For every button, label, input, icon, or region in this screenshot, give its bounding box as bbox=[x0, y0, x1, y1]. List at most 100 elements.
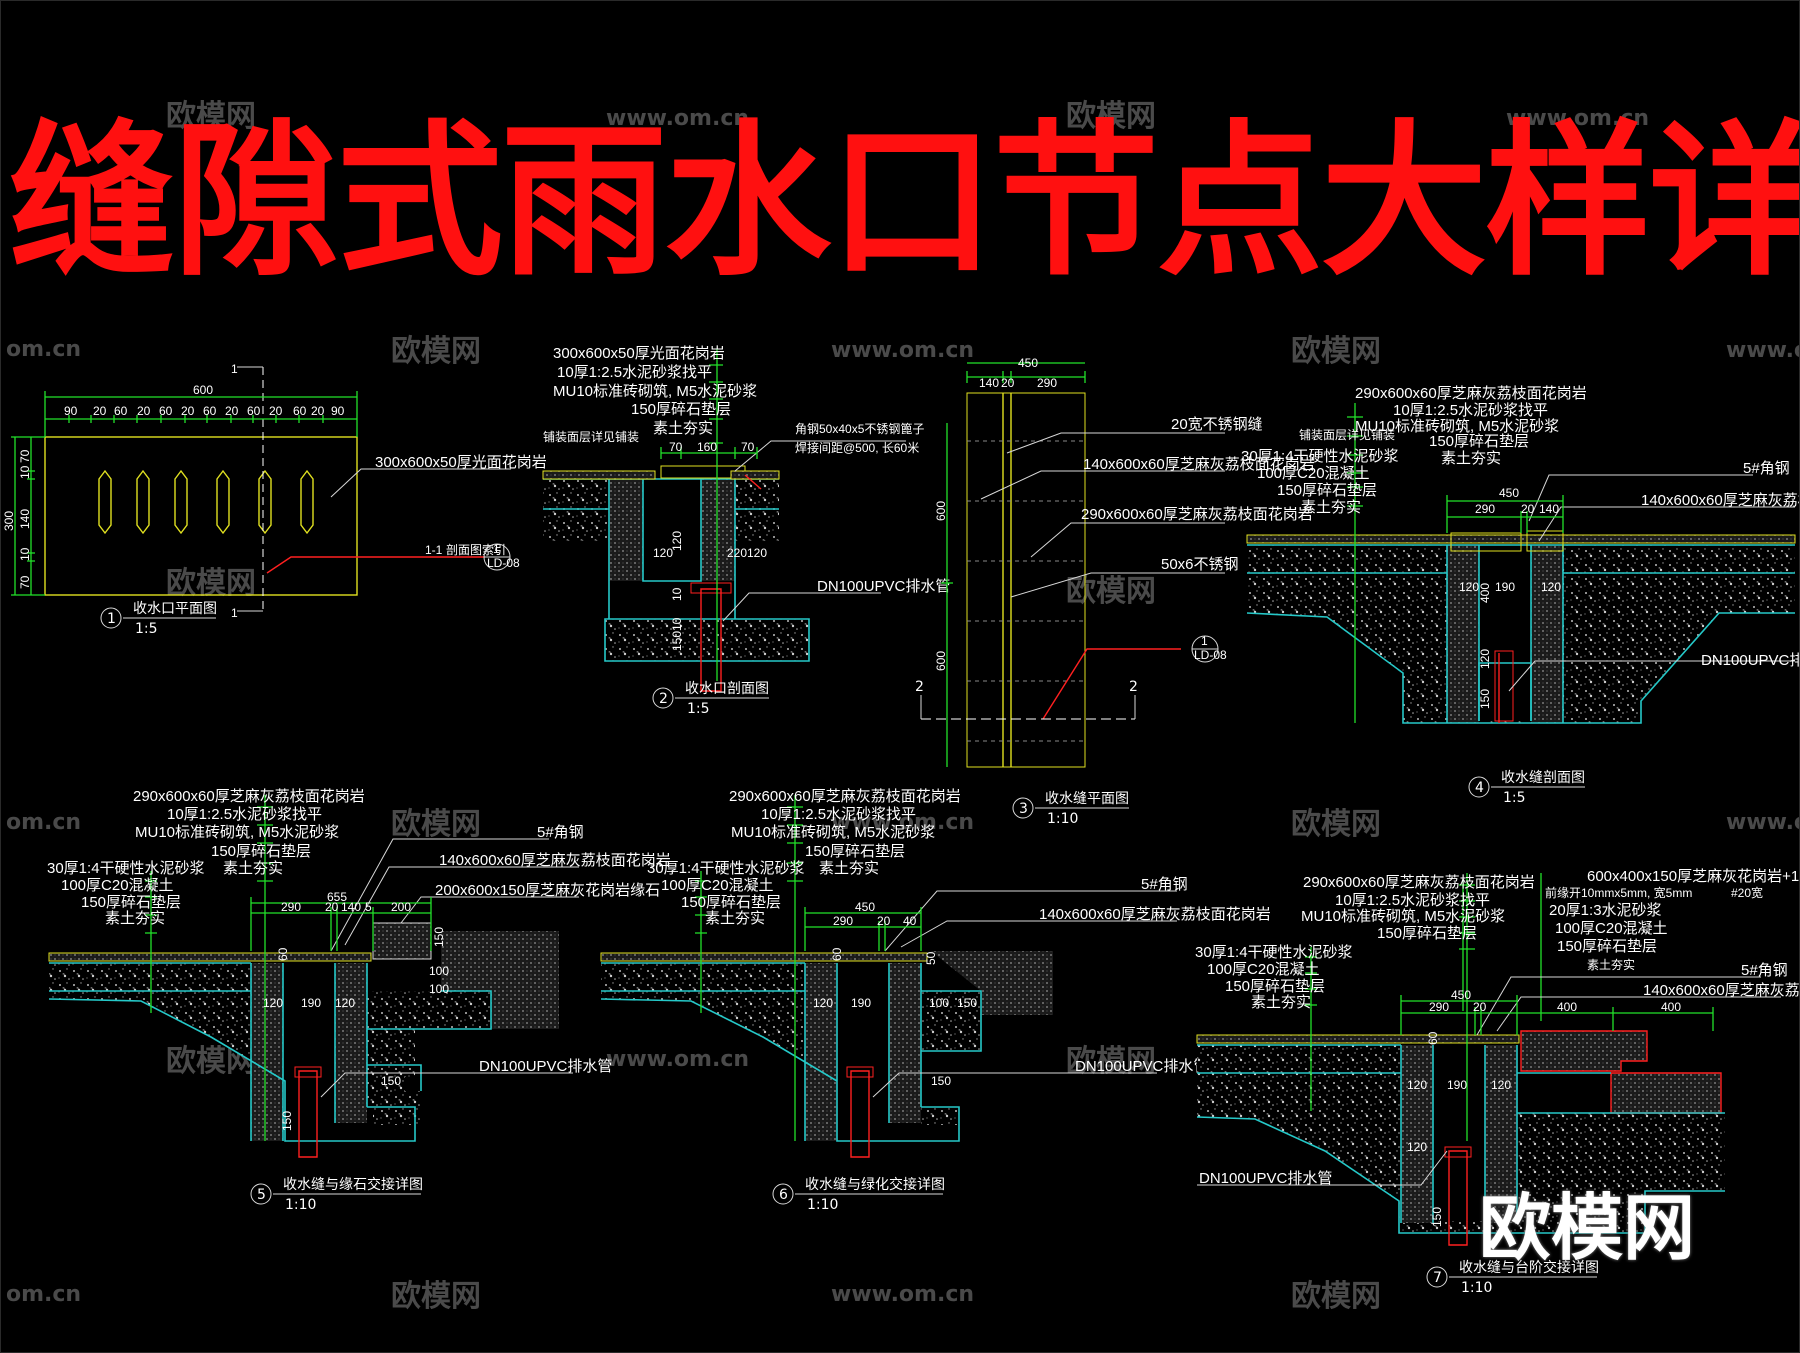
svg-text:60: 60 bbox=[159, 404, 173, 418]
svg-text:140: 140 bbox=[1539, 502, 1559, 516]
svg-text:100: 100 bbox=[429, 982, 449, 996]
svg-text:150厚碎石垫层: 150厚碎石垫层 bbox=[805, 843, 905, 860]
svg-text:290x600x60厚芝麻灰荔枝面花岗岩: 290x600x60厚芝麻灰荔枝面花岗岩 bbox=[133, 788, 365, 805]
svg-text:290: 290 bbox=[833, 914, 853, 928]
svg-text:100厚C20混凝土: 100厚C20混凝土 bbox=[1207, 961, 1320, 978]
svg-text:100: 100 bbox=[429, 964, 449, 978]
svg-text:5#角钢: 5#角钢 bbox=[1141, 876, 1188, 893]
dim-overall: 600 bbox=[193, 383, 213, 397]
svg-text:5#角钢: 5#角钢 bbox=[1741, 962, 1788, 979]
svg-text:120: 120 bbox=[1459, 580, 1479, 594]
svg-text:10厚1:2.5水泥砂浆找平: 10厚1:2.5水泥砂浆找平 bbox=[1335, 891, 1490, 909]
svg-text:140x600x60厚芝麻灰荔枝面花岗岩: 140x600x60厚芝麻灰荔枝面花岗岩 bbox=[1039, 906, 1271, 923]
svg-text:140x600x60厚芝麻灰荔枝面花岗岩: 140x600x60厚芝麻灰荔枝面花岗岩 bbox=[439, 852, 671, 869]
svg-text:10: 10 bbox=[670, 617, 684, 631]
left-layer-labels: 30厚1:4干硬性水泥砂浆 100厚C20混凝土 150厚碎石垫层 素土夯实 bbox=[647, 859, 805, 927]
svg-text:140x600x60厚芝麻灰荔枝面花岗岩: 140x600x60厚芝麻灰荔枝面花岗岩 bbox=[1641, 492, 1800, 509]
svg-text:450: 450 bbox=[855, 900, 875, 914]
svg-text:150: 150 bbox=[1430, 1207, 1444, 1227]
svg-text:MU10标准砖砌筑, M5水泥砂浆: MU10标准砖砌筑, M5水泥砂浆 bbox=[135, 823, 339, 841]
svg-text:50: 50 bbox=[924, 951, 938, 965]
section-ref: 1-1 bbox=[425, 543, 443, 557]
svg-text:素土夯实: 素土夯实 bbox=[819, 860, 879, 877]
watermark-brand: 欧模网 bbox=[1291, 807, 1381, 842]
svg-text:120: 120 bbox=[1491, 1078, 1511, 1092]
svg-text:300x600x50厚光面花岗岩: 300x600x50厚光面花岗岩 bbox=[553, 345, 725, 362]
svg-text:290: 290 bbox=[1429, 1000, 1449, 1014]
svg-text:150: 150 bbox=[381, 1074, 401, 1088]
page-title: 缝隙式雨水口节点大样详图 bbox=[9, 106, 1800, 299]
left-layer-labels: 30厚1:4干硬性水泥砂浆 100厚C20混凝土 150厚碎石垫层 素土夯实 bbox=[47, 859, 205, 927]
svg-text:90: 90 bbox=[331, 404, 345, 418]
svg-text:6: 6 bbox=[779, 1187, 788, 1203]
svg-text:20: 20 bbox=[181, 404, 195, 418]
view1-plan: 1 1 600 90 20 60 20 60 20 60 20 60 20 60… bbox=[2, 362, 547, 637]
svg-text:120: 120 bbox=[335, 996, 355, 1010]
svg-text:450: 450 bbox=[1451, 988, 1471, 1002]
watermark-url: om.cn bbox=[6, 337, 81, 362]
svg-text:20: 20 bbox=[311, 404, 325, 418]
svg-text:20: 20 bbox=[877, 914, 891, 928]
layer-labels: 290x600x60厚芝麻灰荔枝面花岗岩 10厚1:2.5水泥砂浆找平 MU10… bbox=[729, 788, 961, 877]
svg-text:10厚1:2.5水泥砂浆找平: 10厚1:2.5水泥砂浆找平 bbox=[167, 805, 322, 823]
svg-text:140: 140 bbox=[18, 509, 32, 529]
svg-text:20: 20 bbox=[1001, 376, 1015, 390]
svg-text:120: 120 bbox=[653, 546, 673, 560]
svg-text:70: 70 bbox=[669, 440, 683, 454]
svg-text:1: 1 bbox=[493, 542, 500, 556]
svg-text:140: 140 bbox=[341, 900, 361, 914]
svg-text:60: 60 bbox=[247, 404, 261, 418]
view7-caption: 收水缝与台阶交接详图 bbox=[1459, 1259, 1599, 1276]
svg-text:190: 190 bbox=[1495, 580, 1515, 594]
svg-text:5#角钢: 5#角钢 bbox=[537, 824, 584, 841]
svg-text:400: 400 bbox=[1661, 1000, 1681, 1014]
view3-plan: 450 140 20 290 600 600 20宽不锈钢缝 140x600x6… bbox=[915, 356, 1315, 827]
view4-number-circle bbox=[1468, 776, 1490, 798]
svg-text:140x600x60厚芝麻灰荔枝面花岗岩: 140x600x60厚芝麻灰荔枝面花岗岩 bbox=[1083, 456, 1315, 473]
stone-label: 300x600x50厚光面花岗岩 bbox=[375, 454, 547, 471]
svg-text:MU10标准砖砌筑, M5水泥砂浆: MU10标准砖砌筑, M5水泥砂浆 bbox=[553, 382, 757, 400]
section-mark: 1 bbox=[231, 606, 238, 620]
svg-text:290: 290 bbox=[1037, 376, 1057, 390]
watermark-url: www.om.cn bbox=[606, 106, 749, 131]
svg-text:150厚碎石垫层: 150厚碎石垫层 bbox=[681, 894, 781, 911]
svg-text:290: 290 bbox=[1475, 502, 1495, 516]
svg-text:120: 120 bbox=[1541, 580, 1561, 594]
svg-text:120: 120 bbox=[670, 531, 684, 551]
view5-section: 290x600x60厚芝麻灰荔枝面花岗岩 10厚1:2.5水泥砂浆找平 MU10… bbox=[47, 788, 671, 1213]
layer-labels: 290x600x60厚芝麻灰荔枝面花岗岩 10厚1:2.5水泥砂浆找平 MU10… bbox=[1355, 385, 1587, 467]
svg-text:150: 150 bbox=[957, 996, 977, 1010]
svg-text:100厚C20混凝土: 100厚C20混凝土 bbox=[61, 877, 174, 894]
left-layer-labels: 30厚1:4干硬性水泥砂浆 100厚C20混凝土 150厚碎石垫层 素土夯实 bbox=[1195, 943, 1353, 1011]
svg-text:60: 60 bbox=[830, 947, 844, 961]
pipe-label: DN100UPVC排水管 bbox=[817, 578, 950, 595]
svg-text:120: 120 bbox=[1478, 649, 1492, 669]
view5-caption: 收水缝与缘石交接详图 bbox=[283, 1176, 423, 1193]
svg-text:DN100UPVC排水管: DN100UPVC排水管 bbox=[1199, 1170, 1332, 1187]
svg-text:160: 160 bbox=[697, 440, 717, 454]
top-dims: 90 20 60 20 60 20 60 20 60 20 60 20 90 bbox=[64, 404, 345, 418]
svg-text:140x600x60厚芝麻灰荔枝面花岗岩: 140x600x60厚芝麻灰荔枝面花岗岩 bbox=[1643, 982, 1800, 999]
svg-text:90: 90 bbox=[64, 404, 78, 418]
view1-caption: 收水口平面图 bbox=[133, 601, 217, 617]
view5-number-circle bbox=[250, 1183, 272, 1205]
svg-text:400: 400 bbox=[1478, 583, 1492, 603]
svg-text:70: 70 bbox=[18, 575, 32, 589]
view1-number-circle bbox=[100, 607, 122, 629]
left-label: 铺装面层详见铺装 bbox=[543, 429, 639, 444]
step-layer-labels: 600x400x150厚芝麻灰花岗岩+1/4圆角倒角 前缘开10mmx5mm, … bbox=[1540, 868, 1799, 1021]
svg-text:2: 2 bbox=[915, 679, 924, 695]
svg-text:70: 70 bbox=[18, 449, 32, 463]
svg-text:20: 20 bbox=[1521, 502, 1535, 516]
svg-text:150: 150 bbox=[931, 1074, 951, 1088]
layer-labels: 290x600x60厚芝麻灰荔枝面花岗岩 10厚1:2.5水泥砂浆找平 MU10… bbox=[133, 788, 365, 877]
svg-text:150: 150 bbox=[280, 1111, 294, 1131]
svg-text:120: 120 bbox=[813, 996, 833, 1010]
svg-text:450: 450 bbox=[1499, 486, 1519, 500]
svg-text:素土夯实: 素土夯实 bbox=[705, 910, 765, 927]
svg-text:150厚碎石垫层: 150厚碎石垫层 bbox=[1277, 482, 1377, 499]
watermark-brand: 欧模网 bbox=[1291, 334, 1381, 369]
svg-text:5: 5 bbox=[365, 900, 372, 914]
